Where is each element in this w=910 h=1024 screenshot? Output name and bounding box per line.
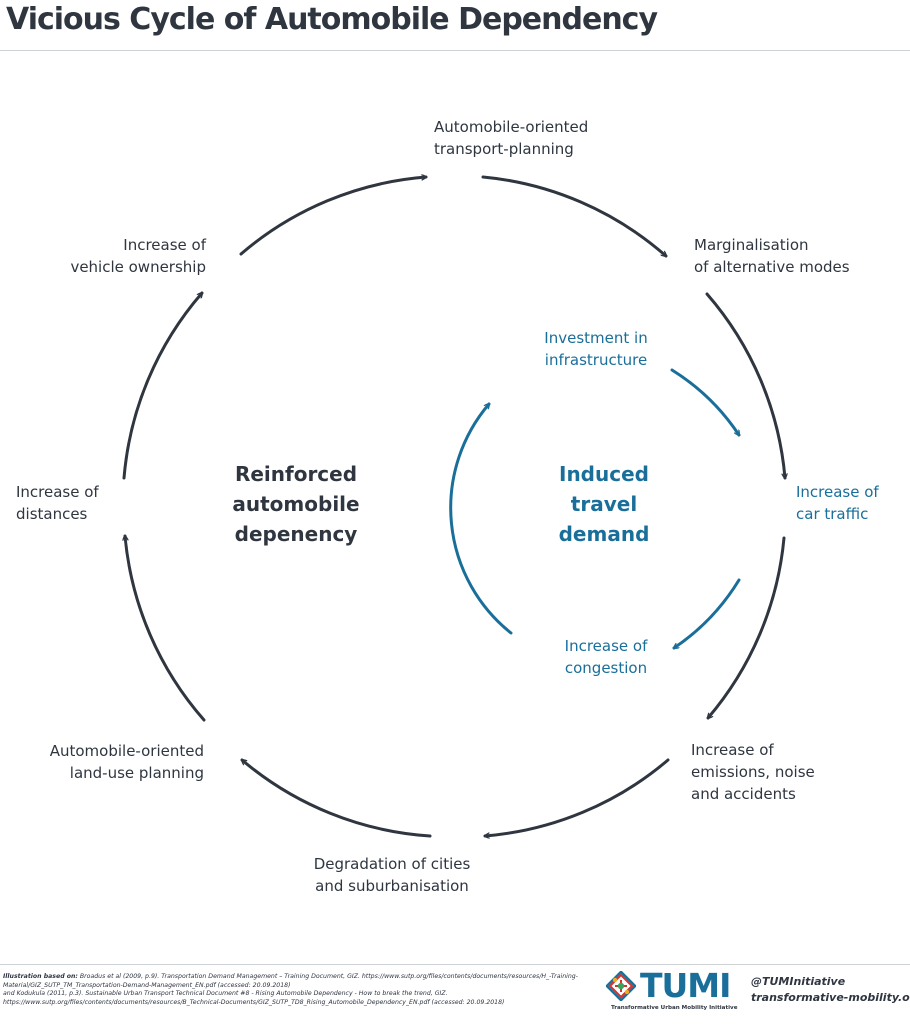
refs-prefix: Illustration based on: bbox=[3, 973, 78, 980]
arrow-planning-to-marginalisation bbox=[481, 175, 666, 256]
arrow-distances-to-ownership bbox=[122, 293, 202, 480]
tumi-logo-text: TUMI bbox=[640, 966, 731, 1005]
arrow-ownership-to-planning bbox=[239, 177, 428, 256]
arrow-emissions-to-degradation bbox=[483, 758, 670, 836]
tumi-logo-icon bbox=[606, 971, 636, 1001]
page-title: Vicious Cycle of Automobile Dependency bbox=[6, 2, 658, 37]
header-divider bbox=[0, 50, 910, 51]
footer-divider bbox=[0, 964, 910, 965]
footer-references: Illustration based on: Broadus et al (20… bbox=[3, 973, 583, 1007]
arrow-marginalisation-to-car-traffic bbox=[705, 292, 785, 480]
tumi-logo-subtitle: Transformative Urban Mobility Initiative bbox=[611, 1005, 738, 1011]
website-link[interactable]: transformative-mobility.org bbox=[751, 991, 910, 1004]
arrow-congestion-to-infrastructure bbox=[449, 404, 513, 635]
arrow-car-traffic-to-emissions bbox=[708, 536, 786, 718]
arrow-car-traffic-to-congestion bbox=[674, 578, 741, 650]
arrow-landuse-to-distances bbox=[125, 534, 206, 722]
arrow-infrastructure-to-car-traffic bbox=[670, 368, 741, 435]
reference-1: Broadus et al (2009, p.9). Transportatio… bbox=[3, 973, 578, 989]
arrow-degradation-to-landuse bbox=[242, 760, 432, 838]
twitter-handle[interactable]: @TUMInitiative bbox=[751, 975, 846, 988]
reference-2: and Kodukula (2011, p.3). Sustainable Ur… bbox=[3, 990, 505, 1006]
